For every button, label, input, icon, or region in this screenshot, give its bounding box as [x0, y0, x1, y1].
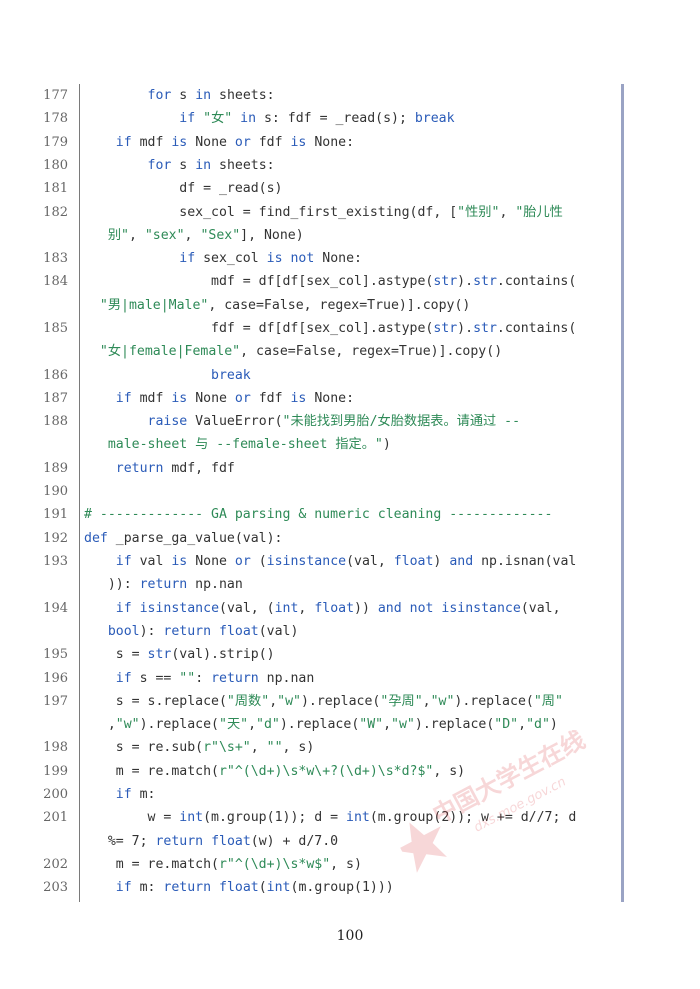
code-line: 202 m = re.match(r"^(\d+)\s*w$", s) [0, 853, 700, 876]
code-line: 184 mdf = df[df[sex_col].astype(str).str… [0, 270, 700, 317]
line-number: 184 [43, 274, 68, 290]
code-line: 189 return mdf, fdf [0, 457, 700, 480]
line-number: 188 [43, 414, 68, 430]
code-text: raise ValueError("未能找到男胎/女胎数据表。请通过 -- ma… [107, 414, 521, 453]
code-text: if sex_col is not None: [179, 251, 362, 267]
code-text: if m: return float(int(m.group(1))) [115, 880, 394, 896]
code-text: df = _read(s) [84, 181, 283, 197]
line-number: 197 [43, 693, 68, 709]
line-number: 177 [43, 88, 68, 103]
page-number: 100 [336, 928, 364, 944]
line-number: 192 [43, 530, 68, 546]
line-number: 194 [43, 600, 68, 616]
code-line: 194 if isinstance(val, (int, float)) and… [0, 597, 700, 644]
code-text: for s in sheets: [147, 88, 275, 103]
line-number: 178 [43, 111, 68, 127]
line-number: 203 [43, 880, 68, 896]
code-text: return mdf, fdf [115, 460, 235, 476]
code-line: 201 w = int(m.group(1)); d = int(m.group… [0, 806, 700, 853]
line-number: 182 [43, 204, 68, 220]
code-listing: 177 for s in sheets:178 if "女" in s: fdf… [0, 84, 700, 902]
code-text: if isinstance(val, (int, float)) and not… [107, 600, 561, 639]
code-line: 193 if val is None or (isinstance(val, f… [0, 550, 700, 597]
code-line: 187 if mdf is None or fdf is None: [0, 387, 700, 410]
line-number: 185 [43, 321, 68, 336]
line-number: 180 [43, 157, 68, 173]
code-text: for s in sheets: [147, 157, 275, 173]
code-text: if mdf is None or fdf is None: [115, 134, 355, 150]
line-number-divider [79, 84, 80, 902]
code-line: 195 s = str(val).strip() [0, 643, 700, 666]
code-text: s = s.replace("周数","w").replace("孕周","w"… [84, 693, 563, 732]
line-number: 191 [43, 507, 68, 523]
line-number: 187 [43, 390, 68, 406]
code-text: # ------------- GA parsing & numeric cle… [84, 507, 553, 523]
line-number: 193 [43, 554, 68, 569]
code-text: s = re.sub(r"\s+", "", s) [84, 740, 315, 756]
code-line: 185 fdf = df[df[sex_col].astype(str).str… [0, 317, 700, 364]
line-number: 196 [43, 670, 68, 686]
line-number: 190 [43, 484, 68, 500]
code-line: 200 if m: [0, 783, 700, 806]
code-line: 179 if mdf is None or fdf is None: [0, 131, 700, 154]
code-line: 197 s = s.replace("周数","w").replace("孕周"… [0, 690, 700, 737]
line-number: 179 [43, 134, 68, 150]
code-text: m = re.match(r"^(\d+)\s*w\+?(\d+)\s*d?$"… [84, 763, 466, 779]
line-number: 199 [43, 763, 68, 779]
line-number: 200 [43, 787, 68, 802]
line-number: 195 [43, 647, 68, 663]
code-text: mdf = df[df[sex_col].astype(str).str.con… [84, 274, 577, 313]
code-text: if mdf is None or fdf is None: [115, 390, 355, 406]
line-number: 183 [43, 251, 68, 267]
line-number: 181 [43, 181, 68, 197]
code-text: w = int(m.group(1)); d = int(m.group(2))… [84, 810, 577, 849]
code-text: if s == "": return np.nan [115, 670, 315, 686]
code-text: if m: [115, 787, 156, 802]
code-line: 203 if m: return float(int(m.group(1))) [0, 876, 700, 899]
code-text: if val is None or (isinstance(val, float… [107, 554, 577, 593]
code-line: 178 if "女" in s: fdf = _read(s); break [0, 107, 700, 130]
code-line: 177 for s in sheets: [0, 84, 700, 107]
code-text: sex_col = find_first_existing(df, ["性别",… [84, 204, 563, 243]
line-number: 201 [43, 810, 68, 826]
code-line: 181 df = _read(s) [0, 177, 700, 200]
code-line: 183 if sex_col is not None: [0, 247, 700, 270]
code-text: fdf = df[df[sex_col].astype(str).str.con… [84, 321, 577, 360]
code-line: 192 def _parse_ga_value(val): [0, 527, 700, 550]
code-text: break [211, 367, 251, 383]
code-text: s = str(val).strip() [84, 647, 275, 663]
line-number: 198 [43, 740, 68, 756]
code-line: 188 raise ValueError("未能找到男胎/女胎数据表。请通过 -… [0, 410, 700, 457]
code-text: def _parse_ga_value(val): [84, 530, 283, 546]
line-number: 186 [43, 367, 68, 383]
code-line: 191 # ------------- GA parsing & numeric … [0, 503, 700, 526]
code-text: if "女" in s: fdf = _read(s); break [179, 111, 455, 127]
code-line: 198 s = re.sub(r"\s+", "", s) [0, 736, 700, 759]
code-line: 196 if s == "": return np.nan [0, 667, 700, 690]
code-line: 199 m = re.match(r"^(\d+)\s*w\+?(\d+)\s*… [0, 760, 700, 783]
line-number: 189 [43, 460, 68, 476]
code-line: 180 for s in sheets: [0, 154, 700, 177]
right-margin-bar [621, 84, 624, 902]
code-text: m = re.match(r"^(\d+)\s*w$", s) [84, 856, 362, 872]
code-line: 186 break [0, 364, 700, 387]
line-number: 202 [43, 856, 68, 872]
code-line: 182 sex_col = find_first_existing(df, ["… [0, 201, 700, 248]
code-line: 190 [0, 480, 700, 503]
